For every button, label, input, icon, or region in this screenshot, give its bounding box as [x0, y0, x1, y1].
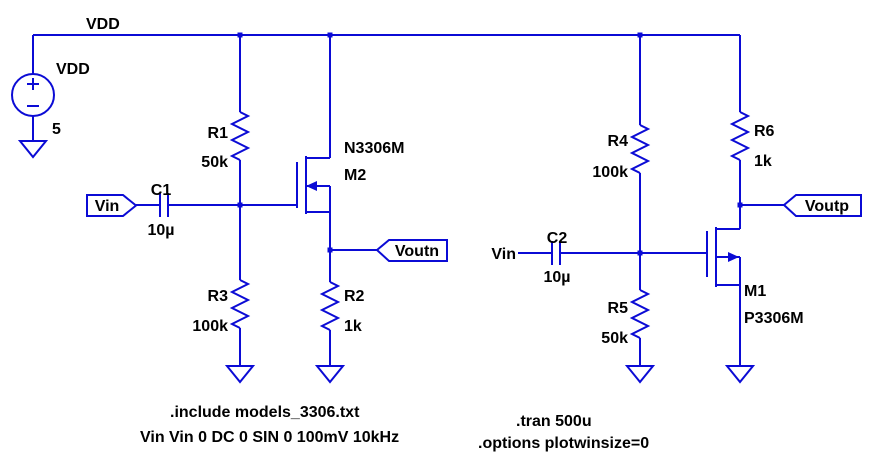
c1-name-label[interactable]: C1	[151, 182, 172, 199]
r4-body[interactable]	[631, 124, 649, 174]
port-voutn[interactable]: Voutn	[330, 239, 448, 262]
c2-value-label[interactable]: 10µ	[543, 269, 570, 286]
voutn-port-shape[interactable]	[375, 239, 448, 262]
resistor-r5[interactable]: R5 50k	[601, 253, 649, 366]
resistor-r3[interactable]: R3 100k	[192, 205, 249, 366]
vdd-rail[interactable]: VDD	[33, 16, 740, 36]
vsource-name-label[interactable]: VDD	[56, 61, 90, 78]
junction-dot	[637, 32, 643, 38]
m1-bulk-arrow-icon	[728, 252, 739, 262]
capacitor-c2[interactable]: C2 10µ	[543, 230, 640, 286]
c1-value-label[interactable]: 10µ	[147, 222, 174, 239]
junction-dot	[637, 250, 643, 256]
capacitor-c1[interactable]: C1 10µ	[136, 182, 240, 239]
directive-include[interactable]: .include models_3306.txt	[170, 404, 360, 421]
ground-symbol[interactable]	[226, 365, 254, 383]
m2-name-label[interactable]: M2	[344, 167, 366, 184]
spice-directives: .include models_3306.txt Vin Vin 0 DC 0 …	[140, 404, 649, 452]
ground-symbol[interactable]	[626, 365, 654, 383]
m2-model-label[interactable]: N3306M	[344, 140, 404, 157]
r6-name-label[interactable]: R6	[754, 123, 775, 140]
resistor-r2[interactable]: R2 1k	[321, 250, 365, 366]
r2-name-label[interactable]: R2	[344, 288, 365, 305]
vin-port-shape[interactable]	[86, 194, 138, 217]
nmos-m2[interactable]: N3306M M2	[240, 35, 404, 250]
ground-symbol[interactable]	[316, 365, 344, 383]
r4-name-label[interactable]: R4	[608, 133, 629, 150]
resistor-r6[interactable]: R6 1k	[731, 35, 775, 205]
r1-value-label[interactable]: 50k	[201, 154, 228, 171]
vsource-body[interactable]	[11, 73, 55, 117]
junction-dot	[327, 247, 333, 253]
m1-name-label[interactable]: M1	[744, 283, 766, 300]
junction-dot	[237, 32, 243, 38]
r5-body[interactable]	[631, 289, 649, 339]
junction-dot	[237, 202, 243, 208]
resistor-r1[interactable]: R1 50k	[201, 35, 249, 205]
ground-symbol[interactable]	[19, 140, 47, 158]
net-label-vin2[interactable]: Vin	[491, 246, 552, 263]
resistor-r4[interactable]: R4 100k	[592, 35, 649, 253]
r5-name-label[interactable]: R5	[608, 300, 629, 317]
r3-body[interactable]	[231, 279, 249, 329]
port-vin[interactable]: Vin	[86, 194, 138, 217]
r4-value-label[interactable]: 100k	[592, 164, 628, 181]
junction-dot	[737, 202, 743, 208]
r2-body[interactable]	[321, 281, 339, 331]
vsource-value-label[interactable]: 5	[52, 121, 61, 138]
r3-value-label[interactable]: 100k	[192, 318, 228, 335]
voutn-port-label: Voutn	[395, 243, 439, 260]
vdd-rail-label[interactable]: VDD	[86, 16, 120, 33]
c2-name-label[interactable]: C2	[547, 230, 568, 247]
pmos-m1[interactable]: M1 P3306M	[640, 205, 804, 366]
voutp-port-shape[interactable]	[782, 194, 862, 217]
r2-value-label[interactable]: 1k	[344, 318, 362, 335]
plus-icon	[27, 78, 39, 90]
m2-bulk-arrow-icon	[306, 181, 317, 191]
ground-symbol[interactable]	[726, 365, 754, 383]
directive-options[interactable]: .options plotwinsize=0	[478, 435, 649, 452]
junction-dots	[237, 32, 743, 256]
vin-port-label: Vin	[95, 198, 120, 215]
port-voutp[interactable]: Voutp	[740, 194, 862, 217]
r6-body[interactable]	[731, 111, 749, 161]
directive-tran[interactable]: .tran 500u	[516, 413, 592, 430]
directive-stimulus[interactable]: Vin Vin 0 DC 0 SIN 0 100mV 10kHz	[140, 429, 399, 446]
r5-value-label[interactable]: 50k	[601, 330, 628, 347]
r1-body[interactable]	[231, 111, 249, 161]
vin2-label[interactable]: Vin	[491, 246, 516, 263]
junction-dot	[327, 32, 333, 38]
r6-value-label[interactable]: 1k	[754, 153, 772, 170]
m1-model-label[interactable]: P3306M	[744, 310, 804, 327]
voutp-port-label: Voutp	[805, 198, 849, 215]
voltage-source-v1[interactable]: VDD 5	[11, 35, 90, 141]
r1-name-label[interactable]: R1	[208, 125, 229, 142]
r3-name-label[interactable]: R3	[208, 288, 229, 305]
